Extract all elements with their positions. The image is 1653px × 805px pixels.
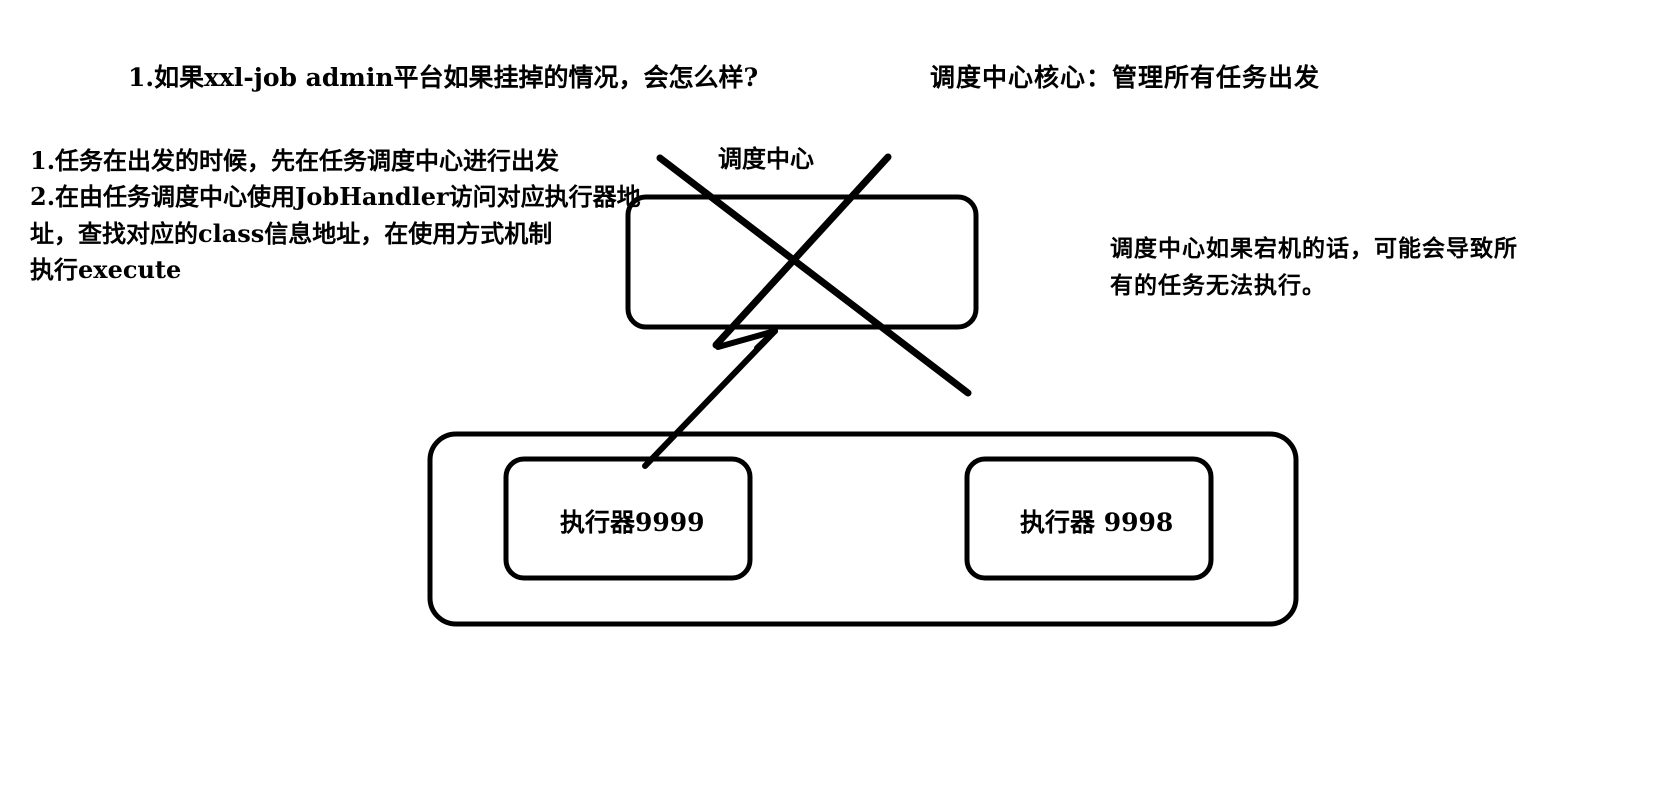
executor-group-box <box>427 431 1299 627</box>
scheduler-box <box>625 194 979 330</box>
scheduler-crossed-out-mark <box>656 153 972 397</box>
scheduler-core-heading: 调度中心核心：管理所有任务出发 <box>930 63 1321 92</box>
executor-9998-label: 执行器 9998 <box>1020 508 1174 537</box>
executor-to-scheduler-arrow <box>642 328 778 469</box>
scheduler-label: 调度中心 <box>718 144 814 173</box>
executor-9999-box <box>503 456 753 581</box>
executor-9999-label: 执行器9999 <box>560 508 705 537</box>
flow-steps-note: 1.任务在出发的时候，先在任务调度中心进行出发 2.在由任务调度中心使用JobH… <box>30 146 641 285</box>
executor-9998-box <box>964 456 1214 581</box>
scheduler-crash-note: 调度中心如果宕机的话，可能会导致所 有的任务无法执行。 <box>1110 235 1518 300</box>
title-question-note: 1.如果xxl-job admin平台如果挂掉的情况，会怎么样? <box>128 63 759 92</box>
